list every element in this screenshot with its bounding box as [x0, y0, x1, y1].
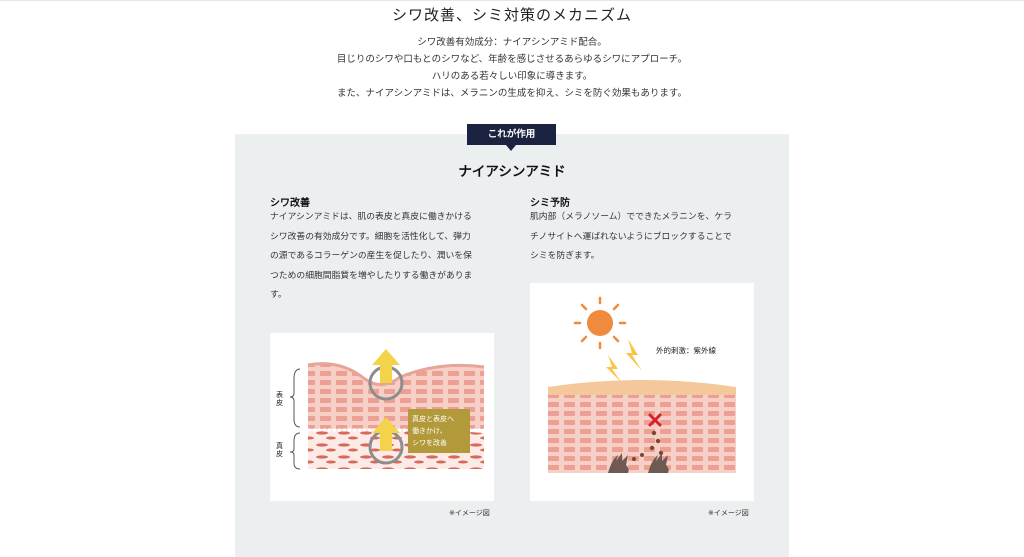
image-note: ※イメージ図 — [708, 509, 749, 517]
callout-line: 働きかけ、 — [412, 427, 447, 435]
intro-line: ハリのある若々しい印象に導きます。 — [431, 71, 593, 82]
block-x-icon — [648, 413, 662, 427]
action-tag: これが作用 — [467, 124, 556, 145]
description-line: チノサイトへ運ばれないようにブロックすることで — [530, 231, 732, 242]
skin-layers-diagram — [289, 349, 485, 470]
description-line: シミを防ぎます。 — [530, 251, 600, 261]
description-line: 肌内部（メラノソーム）でできたメラニンを、ケラ — [530, 212, 732, 222]
sun-icon — [573, 296, 627, 350]
wrinkle-heading: シワ改善 — [270, 198, 310, 209]
callout-line: シワを改善 — [412, 439, 447, 447]
callout-line: 真皮と表皮へ — [412, 415, 454, 423]
uv-label: 外的刺激：紫外線 — [656, 346, 716, 355]
description-line: す。 — [270, 290, 287, 300]
lightning-icon — [606, 355, 622, 383]
spot-heading: シミ予防 — [530, 198, 570, 209]
spot-illustration: 外的刺激：紫外線 — [530, 283, 754, 501]
intro-line: 目じりのシワや口もとのシワなど、年齢を感じさせるあらゆるシワにアプローチ。 — [336, 54, 688, 65]
lightning-icon — [626, 339, 642, 371]
intro-line: シワ改善有効成分：ナイアシンアミド配合。 — [417, 37, 607, 48]
callout-box: 真皮と表皮へ 働きかけ、 シワを改善 — [412, 413, 454, 449]
tag-pointer — [506, 145, 516, 151]
page-title: シワ改善、シミ対策のメカニズム — [391, 6, 632, 24]
dermis-label: 真皮 — [276, 442, 283, 458]
description-line: の源であるコラーゲンの産生を促したり、潤いを保 — [270, 251, 472, 261]
wrinkle-description: ナイアシンアミドは、肌の表皮と真皮に働きかける シワ改善の有効成分です。細胞を活… — [270, 208, 472, 306]
intro-line: また、ナイアシンアミドは、メラニンの生成を抑え、シミを防ぐ効果もあります。 — [337, 88, 687, 99]
description-line: ナイアシンアミドは、肌の表皮と真皮に働きかける — [270, 212, 472, 222]
description-line: つための細胞間脂質を増やしたりする働きがありま — [270, 270, 473, 281]
epidermis-label: 表皮 — [276, 391, 283, 407]
image-note: ※イメージ図 — [449, 509, 490, 517]
ingredient-title: ナイアシンアミド — [458, 164, 566, 180]
top-divider — [0, 0, 1024, 1]
spot-description: 肌内部（メラノソーム）でできたメラニンを、ケラ チノサイトへ運ばれないようにブロ… — [530, 208, 732, 267]
uv-diagram — [548, 296, 736, 473]
description-line: シワ改善の有効成分です。細胞を活性化して、弾力 — [270, 231, 471, 242]
wrinkle-illustration: 表皮 真皮 真皮と表皮へ 働きかけ、 シワを改善 — [270, 333, 494, 501]
intro-text: シワ改善有効成分：ナイアシンアミド配合。 目じりのシワや口もとのシワなど、年齢を… — [0, 34, 1024, 102]
